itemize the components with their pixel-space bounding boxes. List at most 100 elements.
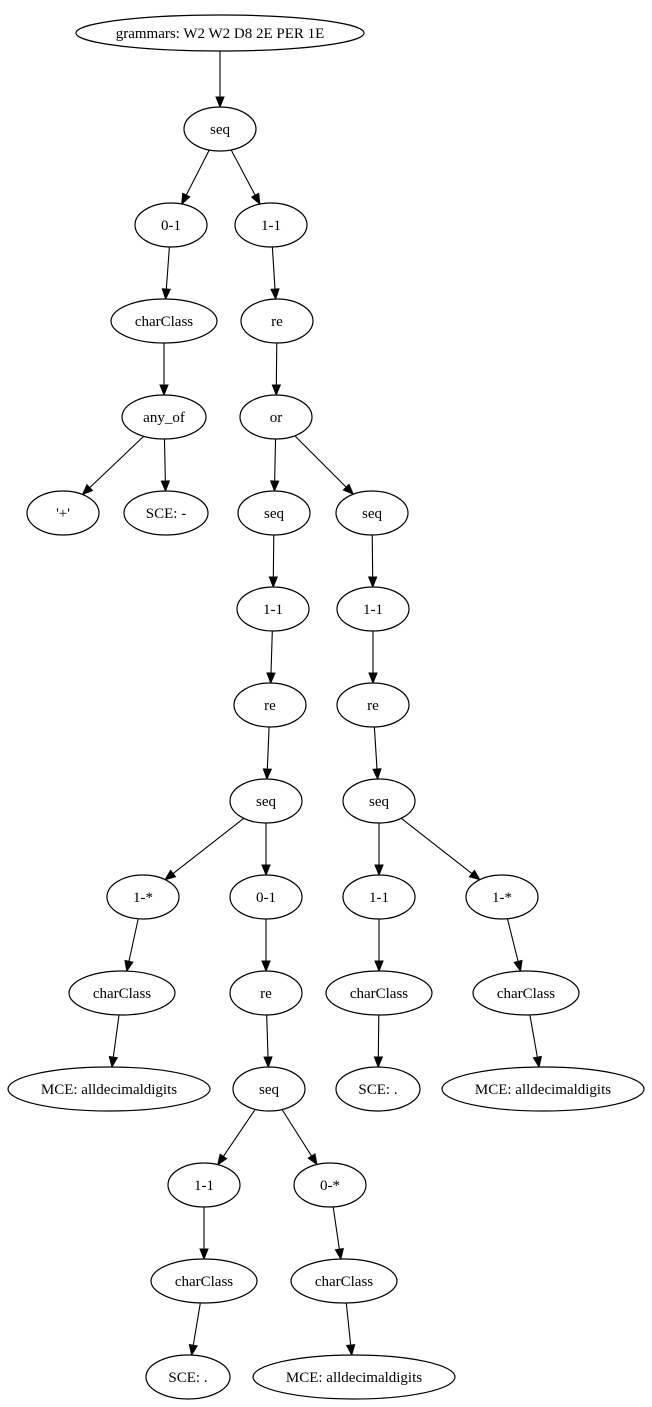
tree-node-n30: 1-1 — [167, 1162, 241, 1208]
arrowhead-icon — [271, 384, 282, 397]
tree-node-n8: '+' — [26, 490, 100, 536]
node-label: seq — [259, 1082, 279, 1098]
arrowhead-icon — [345, 1344, 356, 1357]
nodes: grammars: W2 W2 D8 2E PER 1E seq 0-1 1-1 cha… — [7, 14, 645, 1400]
edge-line — [529, 1014, 538, 1058]
edge-n15-n17 — [372, 726, 382, 781]
tree-node-n6: any_of — [121, 394, 207, 440]
node-ellipse — [441, 1066, 645, 1112]
arrowhead-icon — [532, 1055, 542, 1069]
edge-line — [506, 918, 519, 962]
tree-node-n20: 1-1 — [342, 874, 416, 920]
node-label: 1-1 — [369, 890, 389, 906]
edge-n32-n34 — [188, 1302, 201, 1357]
edge-line — [165, 246, 170, 290]
node-label: SCE: . — [168, 1370, 207, 1386]
node-label: grammars: W2 W2 D8 2E PER 1E — [116, 26, 325, 42]
node-label: re — [271, 314, 283, 330]
node-ellipse — [239, 394, 313, 440]
node-ellipse — [290, 1258, 398, 1304]
node-ellipse — [134, 202, 208, 248]
node-label: seq — [362, 506, 382, 522]
arrowhead-icon — [266, 672, 276, 685]
tree-node-n34: SCE: . — [145, 1354, 231, 1400]
tree-node-n31: 0-* — [293, 1162, 367, 1208]
tree-node-n21: 1-* — [465, 874, 539, 920]
node-label: seq — [369, 794, 389, 810]
node-label: re — [260, 986, 272, 1002]
node-label: 0-1 — [161, 218, 181, 234]
node-ellipse — [145, 1354, 231, 1400]
arrowhead-icon — [373, 1056, 384, 1069]
edge-n18-n22 — [124, 918, 139, 973]
arrowhead-icon — [374, 960, 384, 973]
edge-line — [222, 1109, 256, 1157]
node-label: seq — [264, 506, 284, 522]
edge-n3-n5 — [270, 246, 280, 301]
edge-n1-n2 — [181, 149, 210, 206]
edge-line — [400, 817, 473, 874]
edge-n19-n23 — [261, 919, 271, 973]
arrowhead-icon — [160, 480, 171, 493]
node-label: charClass — [497, 986, 555, 1002]
edge-line — [163, 438, 166, 482]
arrowhead-icon — [161, 288, 172, 301]
tree-node-n25: charClass — [472, 970, 580, 1016]
tree-node-n14: re — [233, 682, 307, 728]
node-ellipse — [26, 490, 100, 536]
edge-line — [185, 149, 210, 196]
edge-line — [172, 817, 245, 874]
node-label: MCE: alldecimaldigits — [475, 1082, 611, 1098]
arrowhead-icon — [262, 768, 273, 781]
node-ellipse — [336, 682, 410, 728]
tree-node-n4: charClass — [110, 298, 218, 344]
edge-n31-n33 — [332, 1206, 344, 1261]
edge-line — [89, 435, 145, 489]
node-label: MCE: alldecimaldigits — [41, 1082, 177, 1098]
arrowhead-icon — [374, 864, 384, 877]
edge-line — [112, 1014, 120, 1058]
edge-line — [270, 630, 273, 674]
node-ellipse — [465, 874, 539, 920]
edge-n14-n16 — [262, 726, 273, 781]
edge-line — [373, 726, 378, 770]
node-ellipse — [293, 1162, 367, 1208]
node-label: MCE: alldecimaldigits — [286, 1370, 422, 1386]
tree-node-n22: charClass — [68, 970, 176, 1016]
edge-line — [266, 726, 270, 770]
node-label: re — [367, 698, 379, 714]
edge-n1-n3 — [230, 149, 261, 206]
node-ellipse — [234, 202, 308, 248]
edge-line — [332, 1206, 340, 1250]
arrowhead-icon — [108, 1055, 119, 1069]
edge-n27-n31 — [281, 1109, 318, 1166]
edge-n2-n4 — [161, 246, 172, 301]
node-label: 1-1 — [363, 602, 383, 618]
edge-line — [294, 435, 347, 488]
edge-root-n1 — [215, 51, 225, 109]
edge-n12-n14 — [266, 630, 276, 685]
arrowhead-icon — [513, 959, 523, 973]
arrowhead-icon — [250, 192, 261, 206]
arrowhead-icon — [188, 1343, 199, 1357]
node-ellipse — [75, 14, 365, 52]
edge-n30-n32 — [199, 1207, 209, 1261]
arrowhead-icon — [468, 869, 481, 881]
arrowhead-icon — [368, 672, 378, 685]
node-label: SCE: . — [358, 1082, 397, 1098]
node-ellipse — [229, 874, 303, 920]
edge-n22-n26 — [108, 1014, 120, 1069]
node-ellipse — [342, 874, 416, 920]
edge-n4-n6 — [159, 343, 169, 397]
node-label: 1-* — [492, 890, 512, 906]
node-ellipse — [68, 970, 176, 1016]
arrowhead-icon — [367, 576, 378, 589]
node-ellipse — [229, 778, 303, 824]
edge-n7-n10 — [269, 438, 280, 493]
node-label: charClass — [135, 314, 193, 330]
edge-line — [274, 438, 277, 482]
edge-n23-n27 — [263, 1014, 273, 1069]
arrowhead-icon — [217, 1153, 228, 1166]
